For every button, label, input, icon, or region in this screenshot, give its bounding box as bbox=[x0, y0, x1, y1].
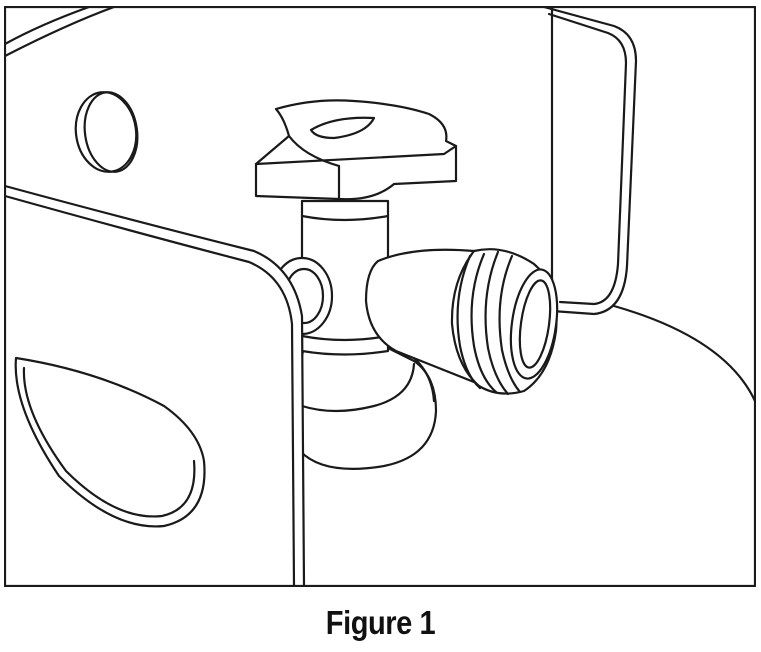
tank-body-curve bbox=[612, 304, 756, 403]
thread-1 bbox=[470, 252, 498, 394]
valve-base-ring bbox=[300, 362, 416, 413]
collar-right-flap-edge bbox=[547, 12, 628, 306]
outlet-opening-inner bbox=[518, 279, 552, 369]
collar-top-band-inner bbox=[4, 6, 91, 46]
handwheel-top-edge bbox=[254, 144, 458, 166]
illustration-frame bbox=[4, 6, 756, 587]
collar-front-edge bbox=[4, 194, 296, 587]
propane-tank-valve-illustration bbox=[4, 6, 756, 587]
outlet-pipe bbox=[364, 248, 486, 388]
thread-4 bbox=[456, 254, 482, 390]
handwheel-crease bbox=[287, 134, 341, 168]
collar-front-hole bbox=[14, 356, 206, 528]
outlet-opening bbox=[509, 268, 559, 380]
collar-hole-top-inner bbox=[83, 91, 139, 173]
collar-right-flap bbox=[542, 6, 638, 316]
valve-body-band bbox=[300, 214, 390, 222]
thread-3 bbox=[498, 254, 522, 394]
figure-caption: Figure 1 bbox=[325, 604, 436, 641]
valve-handwheel bbox=[254, 99, 458, 201]
collar-front-hole-inner bbox=[22, 366, 196, 518]
thread-2 bbox=[484, 250, 510, 396]
collar-top-band bbox=[4, 6, 116, 58]
handwheel-grip-recess bbox=[309, 116, 376, 140]
